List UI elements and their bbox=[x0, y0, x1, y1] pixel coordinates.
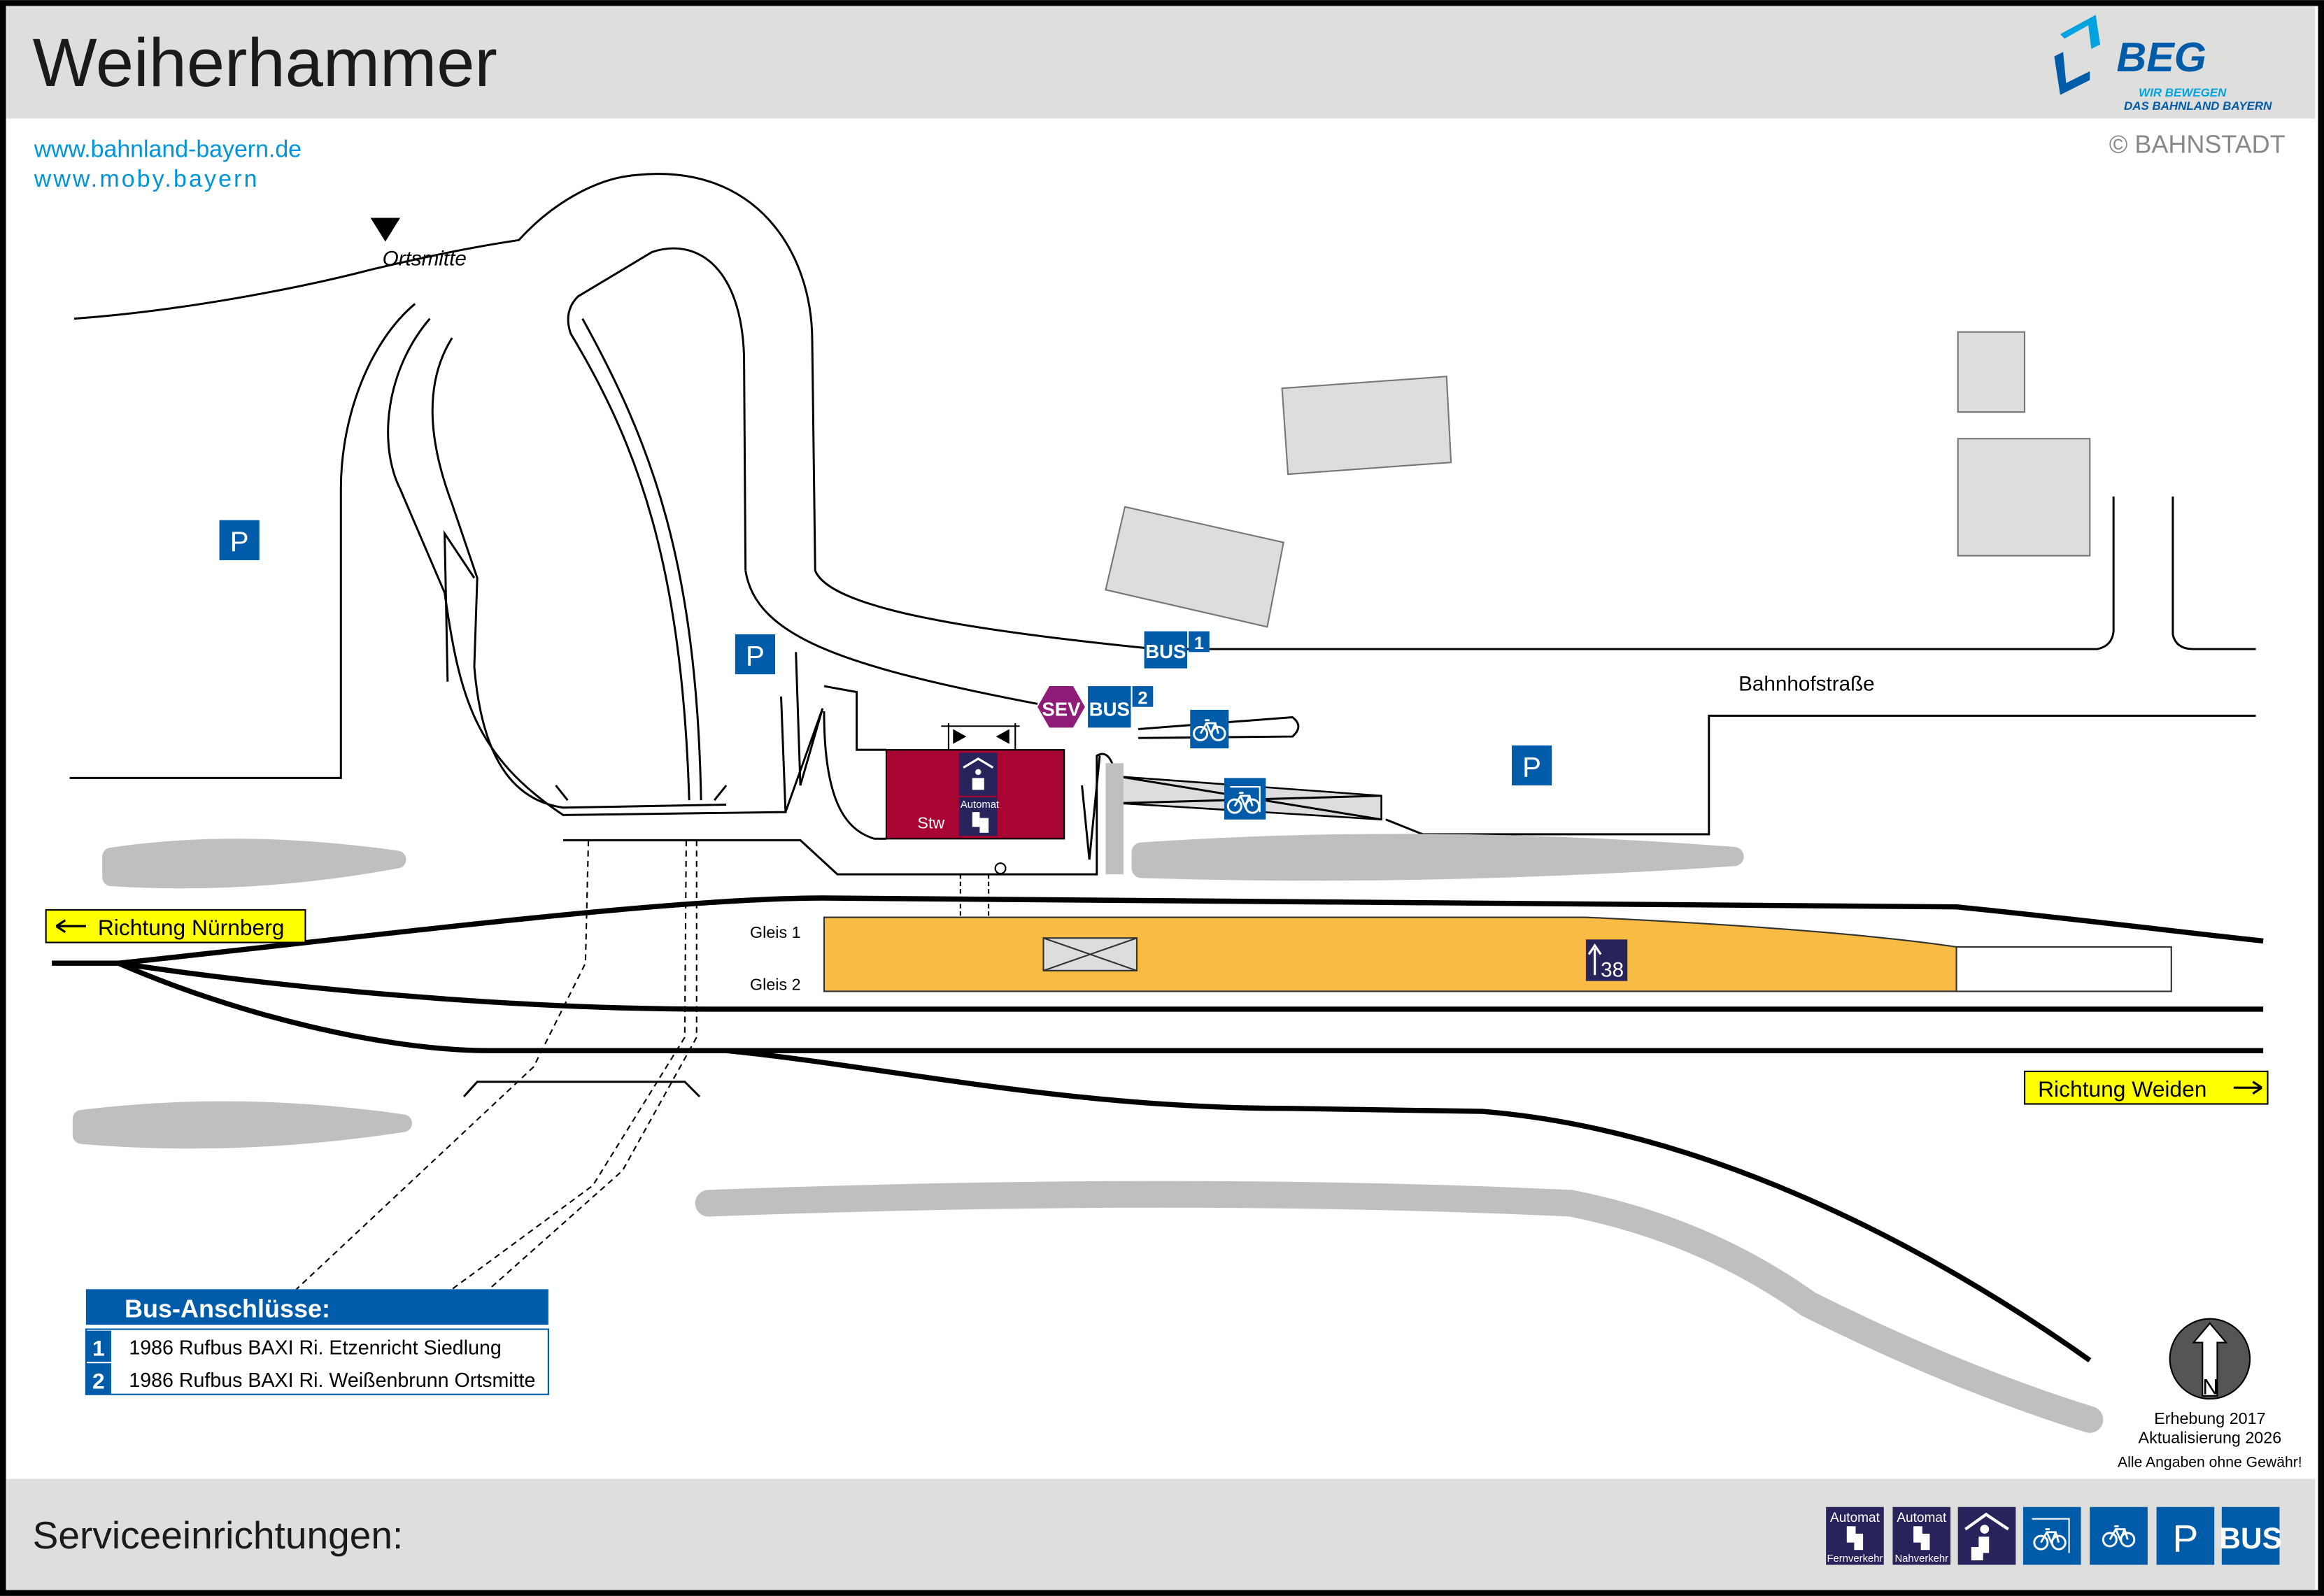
bus-legend: Bus-Anschlüsse: 1 1986 Rufbus BAXI Ri. E… bbox=[85, 1289, 549, 1395]
sev-sign: SEV bbox=[1037, 686, 1085, 728]
link-moby[interactable]: www.moby.bayern bbox=[34, 166, 260, 192]
parking-sign: P bbox=[735, 634, 776, 675]
svg-text:P: P bbox=[230, 526, 249, 557]
bus-icon: BUS bbox=[2219, 1506, 2282, 1565]
svg-text:P: P bbox=[1522, 751, 1541, 783]
logo-tagline-2: DAS BAHNLAND BAYERN bbox=[2124, 99, 2272, 113]
waiting-shelter-icon bbox=[1957, 1506, 2016, 1565]
bus-legend-row: 1986 Rufbus BAXI Ri. Etzenricht Siedlung bbox=[129, 1337, 501, 1360]
svg-text:Richtung Weiden: Richtung Weiden bbox=[2038, 1076, 2206, 1102]
covered-bike-parking-icon bbox=[2022, 1506, 2081, 1565]
copyright: © BAHNSTADT bbox=[2109, 129, 2286, 158]
parking-icon: P bbox=[2156, 1506, 2215, 1565]
north-arrow-icon: N bbox=[2169, 1318, 2251, 1400]
services-title: Serviceeinrichtungen: bbox=[33, 1513, 404, 1557]
covered-bike-parking-icon bbox=[1224, 778, 1266, 820]
tracks bbox=[52, 895, 2264, 1363]
svg-text:P: P bbox=[2173, 1516, 2199, 1560]
platform-extension bbox=[1955, 946, 2172, 992]
link-bahnland[interactable]: www.bahnland-bayern.de bbox=[34, 136, 302, 163]
platform-shelter bbox=[1042, 937, 1138, 971]
gleis-1-label: Gleis 1 bbox=[750, 923, 801, 941]
stw-label: Stw bbox=[917, 813, 944, 832]
platform-height-badge: 38 bbox=[1585, 939, 1628, 981]
svg-text:Richtung Nürnberg: Richtung Nürnberg bbox=[98, 915, 285, 940]
buildings bbox=[1105, 331, 2091, 628]
platform-height-value: 38 bbox=[1601, 958, 1624, 981]
beg-logo: BEG WIR BEWEGEN DAS BAHNLAND BAYERN bbox=[2054, 15, 2272, 113]
logo-tagline-1: WIR BEWEGEN bbox=[2139, 86, 2227, 99]
disclaimer: Alle Angaben ohne Gewähr! bbox=[2118, 1455, 2302, 1471]
bus-stop-2-sign: BUS 2 bbox=[1088, 686, 1154, 728]
svg-text:BUS: BUS bbox=[1145, 641, 1186, 662]
logo-text: BEG bbox=[2116, 34, 2206, 80]
direction-nuernberg: Richtung Nürnberg bbox=[45, 909, 306, 943]
direction-triangle-icon bbox=[370, 218, 401, 242]
svg-text:SEV: SEV bbox=[1042, 698, 1081, 720]
bike-parking-icon bbox=[1190, 709, 1229, 749]
svg-text:N: N bbox=[2202, 1374, 2218, 1399]
bus-legend-title: Bus-Anschlüsse: bbox=[125, 1295, 330, 1323]
svg-text:Nahverkehr: Nahverkehr bbox=[1894, 1553, 1948, 1565]
survey-year: Erhebung 2017 bbox=[2154, 1409, 2265, 1427]
roads bbox=[69, 173, 2256, 1290]
street-label: Bahnhofstraße bbox=[1738, 672, 1875, 695]
svg-text:Automat: Automat bbox=[1830, 1511, 1880, 1525]
bus-legend-row: 1986 Rufbus BAXI Ri. Weißenbrunn Ortsmit… bbox=[129, 1369, 535, 1392]
vegetation bbox=[72, 763, 2104, 1433]
bus-stop-1-sign: BUS 1 bbox=[1144, 631, 1210, 669]
svg-text:2: 2 bbox=[92, 1368, 105, 1393]
signal-box-building: Stw Automat bbox=[885, 723, 1065, 840]
svg-text:2: 2 bbox=[1138, 688, 1147, 708]
gleis-2-label: Gleis 2 bbox=[750, 975, 801, 993]
ortsmitte-label: Ortsmitte bbox=[383, 247, 467, 270]
bike-parking-icon bbox=[2090, 1506, 2148, 1565]
svg-text:BUS: BUS bbox=[2219, 1522, 2281, 1555]
parking-sign: P bbox=[219, 520, 260, 560]
update-year: Aktualisierung 2026 bbox=[2139, 1429, 2282, 1447]
page-title: Weiherhammer bbox=[33, 24, 497, 101]
svg-text:Fernverkehr: Fernverkehr bbox=[1827, 1553, 1883, 1565]
svg-text:Automat: Automat bbox=[1897, 1511, 1947, 1525]
svg-text:BUS: BUS bbox=[1089, 698, 1130, 720]
svg-text:1: 1 bbox=[92, 1336, 105, 1361]
direction-weiden: Richtung Weiden bbox=[2023, 1070, 2269, 1105]
svg-text:P: P bbox=[746, 640, 765, 671]
header-band bbox=[6, 6, 2316, 119]
platform bbox=[823, 916, 1957, 992]
automat-label: Automat bbox=[961, 799, 1000, 811]
parking-sign: P bbox=[1511, 745, 1552, 785]
svg-text:1: 1 bbox=[1194, 634, 1204, 653]
